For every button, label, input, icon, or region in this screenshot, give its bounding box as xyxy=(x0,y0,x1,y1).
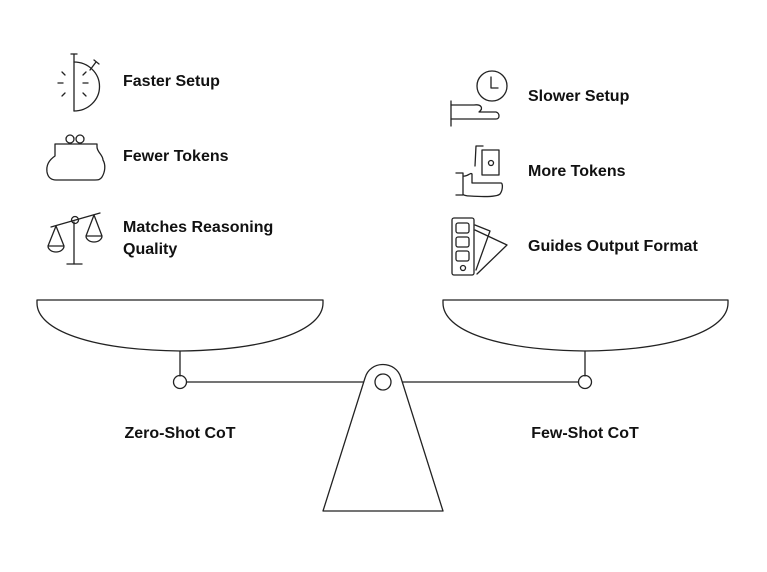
left-pan-title: Zero-Shot CoT xyxy=(124,425,236,442)
right-item-slower-setup: Slower Setup xyxy=(528,88,630,105)
right-pan xyxy=(442,299,729,352)
coin-purse-icon xyxy=(46,134,106,181)
hand-money-icon xyxy=(455,145,504,198)
color-swatch-icon xyxy=(451,217,508,276)
left-item-fewer-tokens: Fewer Tokens xyxy=(123,148,229,165)
seesaw-scale xyxy=(36,299,729,512)
left-item-reasoning-line2: Quality xyxy=(123,241,178,258)
stopwatch-icon xyxy=(57,53,101,112)
balance-scale-icon xyxy=(47,212,103,265)
left-item-faster-setup: Faster Setup xyxy=(123,73,220,90)
left-pan xyxy=(36,299,324,352)
right-pan-title: Few-Shot CoT xyxy=(531,425,639,442)
right-item-more-tokens: More Tokens xyxy=(528,163,626,180)
hand-clock-icon xyxy=(450,70,508,127)
left-item-reasoning-line1: Matches Reasoning xyxy=(123,219,274,236)
fulcrum xyxy=(322,363,444,512)
right-item-guides-format: Guides Output Format xyxy=(528,238,698,255)
